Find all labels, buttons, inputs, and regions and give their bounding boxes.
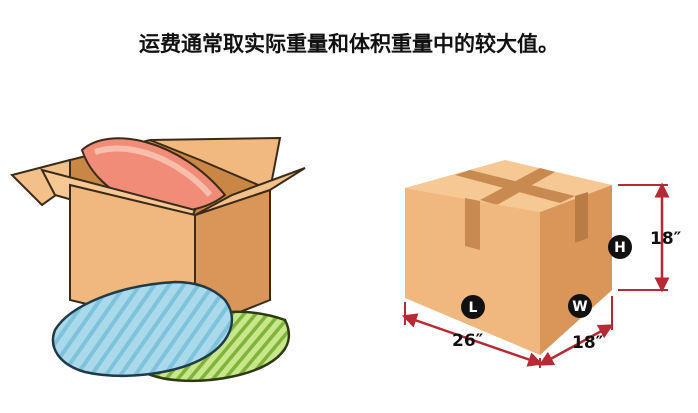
box-front-face-closed	[405, 188, 540, 355]
width-value: 18″	[572, 333, 604, 353]
svg-text:L: L	[469, 300, 478, 316]
width-badge: W	[568, 294, 592, 318]
box-side-face-closed	[540, 185, 612, 355]
svg-text:W: W	[572, 299, 587, 315]
height-badge: H	[608, 235, 632, 259]
caption-title: 运费通常取实际重量和体积重量中的较大值。	[139, 32, 559, 56]
blue-pillow	[51, 280, 234, 377]
length-dimension: 26″	[401, 302, 544, 368]
height-dimension: 18″	[618, 182, 682, 293]
box-flap-right	[194, 167, 306, 216]
length-value: 26″	[452, 331, 484, 351]
open-box-illustration	[10, 136, 306, 383]
height-value: 18″	[650, 229, 682, 249]
width-dimension: 18″	[538, 296, 614, 366]
closed-box-illustration	[405, 160, 612, 355]
length-badge: L	[461, 295, 485, 319]
svg-text:H: H	[614, 240, 626, 256]
